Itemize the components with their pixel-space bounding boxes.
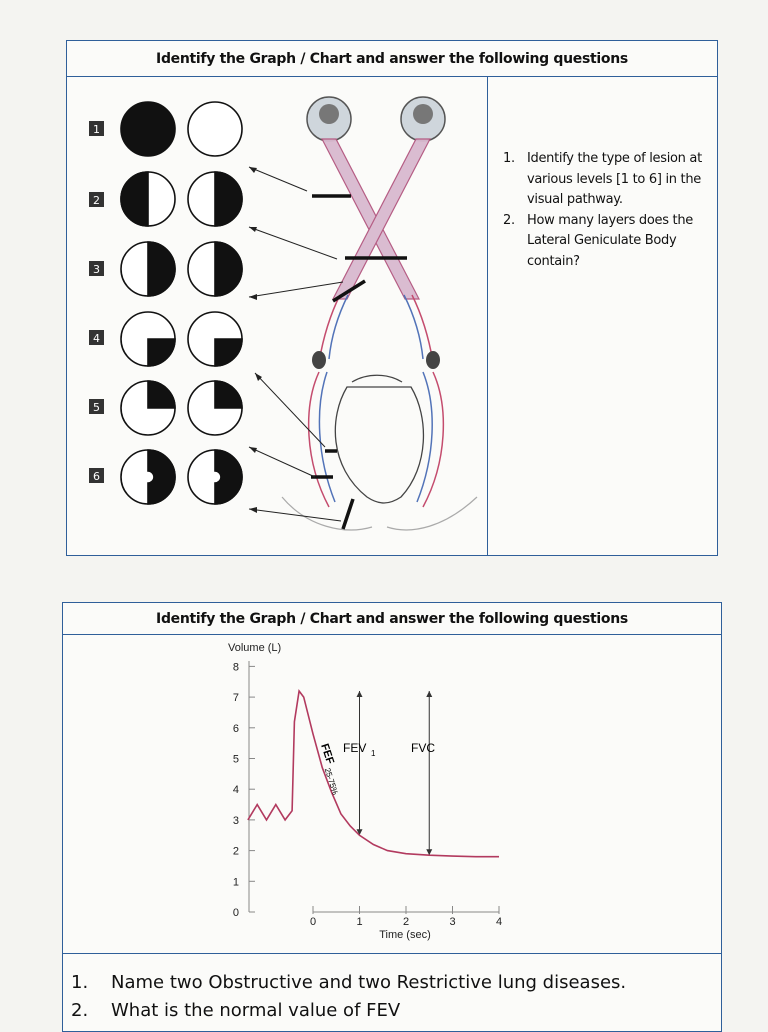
x-tick-label: 1	[356, 916, 362, 928]
card-title: Identify the Graph / Chart and answer th…	[63, 603, 721, 635]
visual-pathway-figure: 1 2 3 4 5 6	[67, 77, 487, 555]
marker-arrow-top	[357, 691, 363, 697]
lesion-number-6: 6	[89, 468, 104, 483]
spirometry-card: Identify the Graph / Chart and answer th…	[62, 602, 722, 1032]
lesion-number-1: 1	[89, 121, 104, 136]
volume-time-curve	[248, 691, 499, 857]
fef-annotation: FEF 25-75%	[315, 742, 345, 796]
question-list: 1. Name two Obstructive and two Restrict…	[71, 969, 711, 1025]
question-item: 1. Identify the type of lesion at variou…	[503, 149, 703, 211]
marker-arrow-top	[426, 691, 432, 697]
lesion-number-5: 5	[89, 399, 104, 414]
svg-text:5: 5	[93, 401, 100, 414]
x-tick-label: 3	[449, 916, 455, 928]
visual-field-left-1	[121, 102, 175, 156]
svg-text:25-75%: 25-75%	[323, 767, 340, 796]
y-tick-label: 5	[233, 754, 239, 766]
fvc-annotation: FVC	[411, 741, 435, 755]
lesion-number-4: 4	[89, 330, 104, 345]
y-axis-label: Volume (L)	[228, 642, 281, 654]
optic-chiasm	[322, 139, 430, 299]
y-tick-label: 0	[233, 907, 239, 919]
x-axis-label: Time (sec)	[379, 929, 431, 941]
svg-text:FEV: FEV	[343, 741, 366, 755]
visual-field-right-1	[188, 102, 242, 156]
svg-text:4: 4	[93, 332, 100, 345]
x-tick-label: 2	[403, 916, 409, 928]
lesion-number-2: 2	[89, 192, 104, 207]
y-tick-label: 7	[233, 692, 239, 704]
question-item: 2. What is the normal value of FEV	[71, 997, 711, 1025]
question-item: 2. How many layers does the Lateral Geni…	[503, 211, 703, 273]
card-title: Identify the Graph / Chart and answer th…	[67, 41, 717, 77]
y-tick-label: 3	[233, 815, 239, 827]
x-tick-label: 0	[310, 916, 316, 928]
svg-text:1: 1	[93, 123, 100, 136]
question-list: 1. Identify the type of lesion at variou…	[503, 149, 703, 272]
question-item: 1. Name two Obstructive and two Restrict…	[71, 969, 711, 997]
y-tick-label: 4	[233, 784, 239, 796]
svg-text:1: 1	[371, 749, 376, 758]
y-tick-label: 8	[233, 661, 239, 673]
svg-text:3: 3	[93, 263, 100, 276]
y-tick-label: 6	[233, 723, 239, 735]
y-tick-label: 2	[233, 846, 239, 858]
column-divider	[487, 77, 488, 555]
spirometry-chart: Volume (L) 0 1 2 3 4 5 6 7 8 0 1 2 3 4 Time (sec) FE…	[63, 635, 721, 953]
lesion-number-3: 3	[89, 261, 104, 276]
section-divider	[63, 953, 721, 954]
svg-text:2: 2	[93, 194, 100, 207]
svg-text:6: 6	[93, 470, 100, 483]
visual-pathway-card: Identify the Graph / Chart and answer th…	[66, 40, 718, 556]
y-tick-label: 1	[233, 876, 239, 888]
x-tick-label: 4	[496, 916, 502, 928]
